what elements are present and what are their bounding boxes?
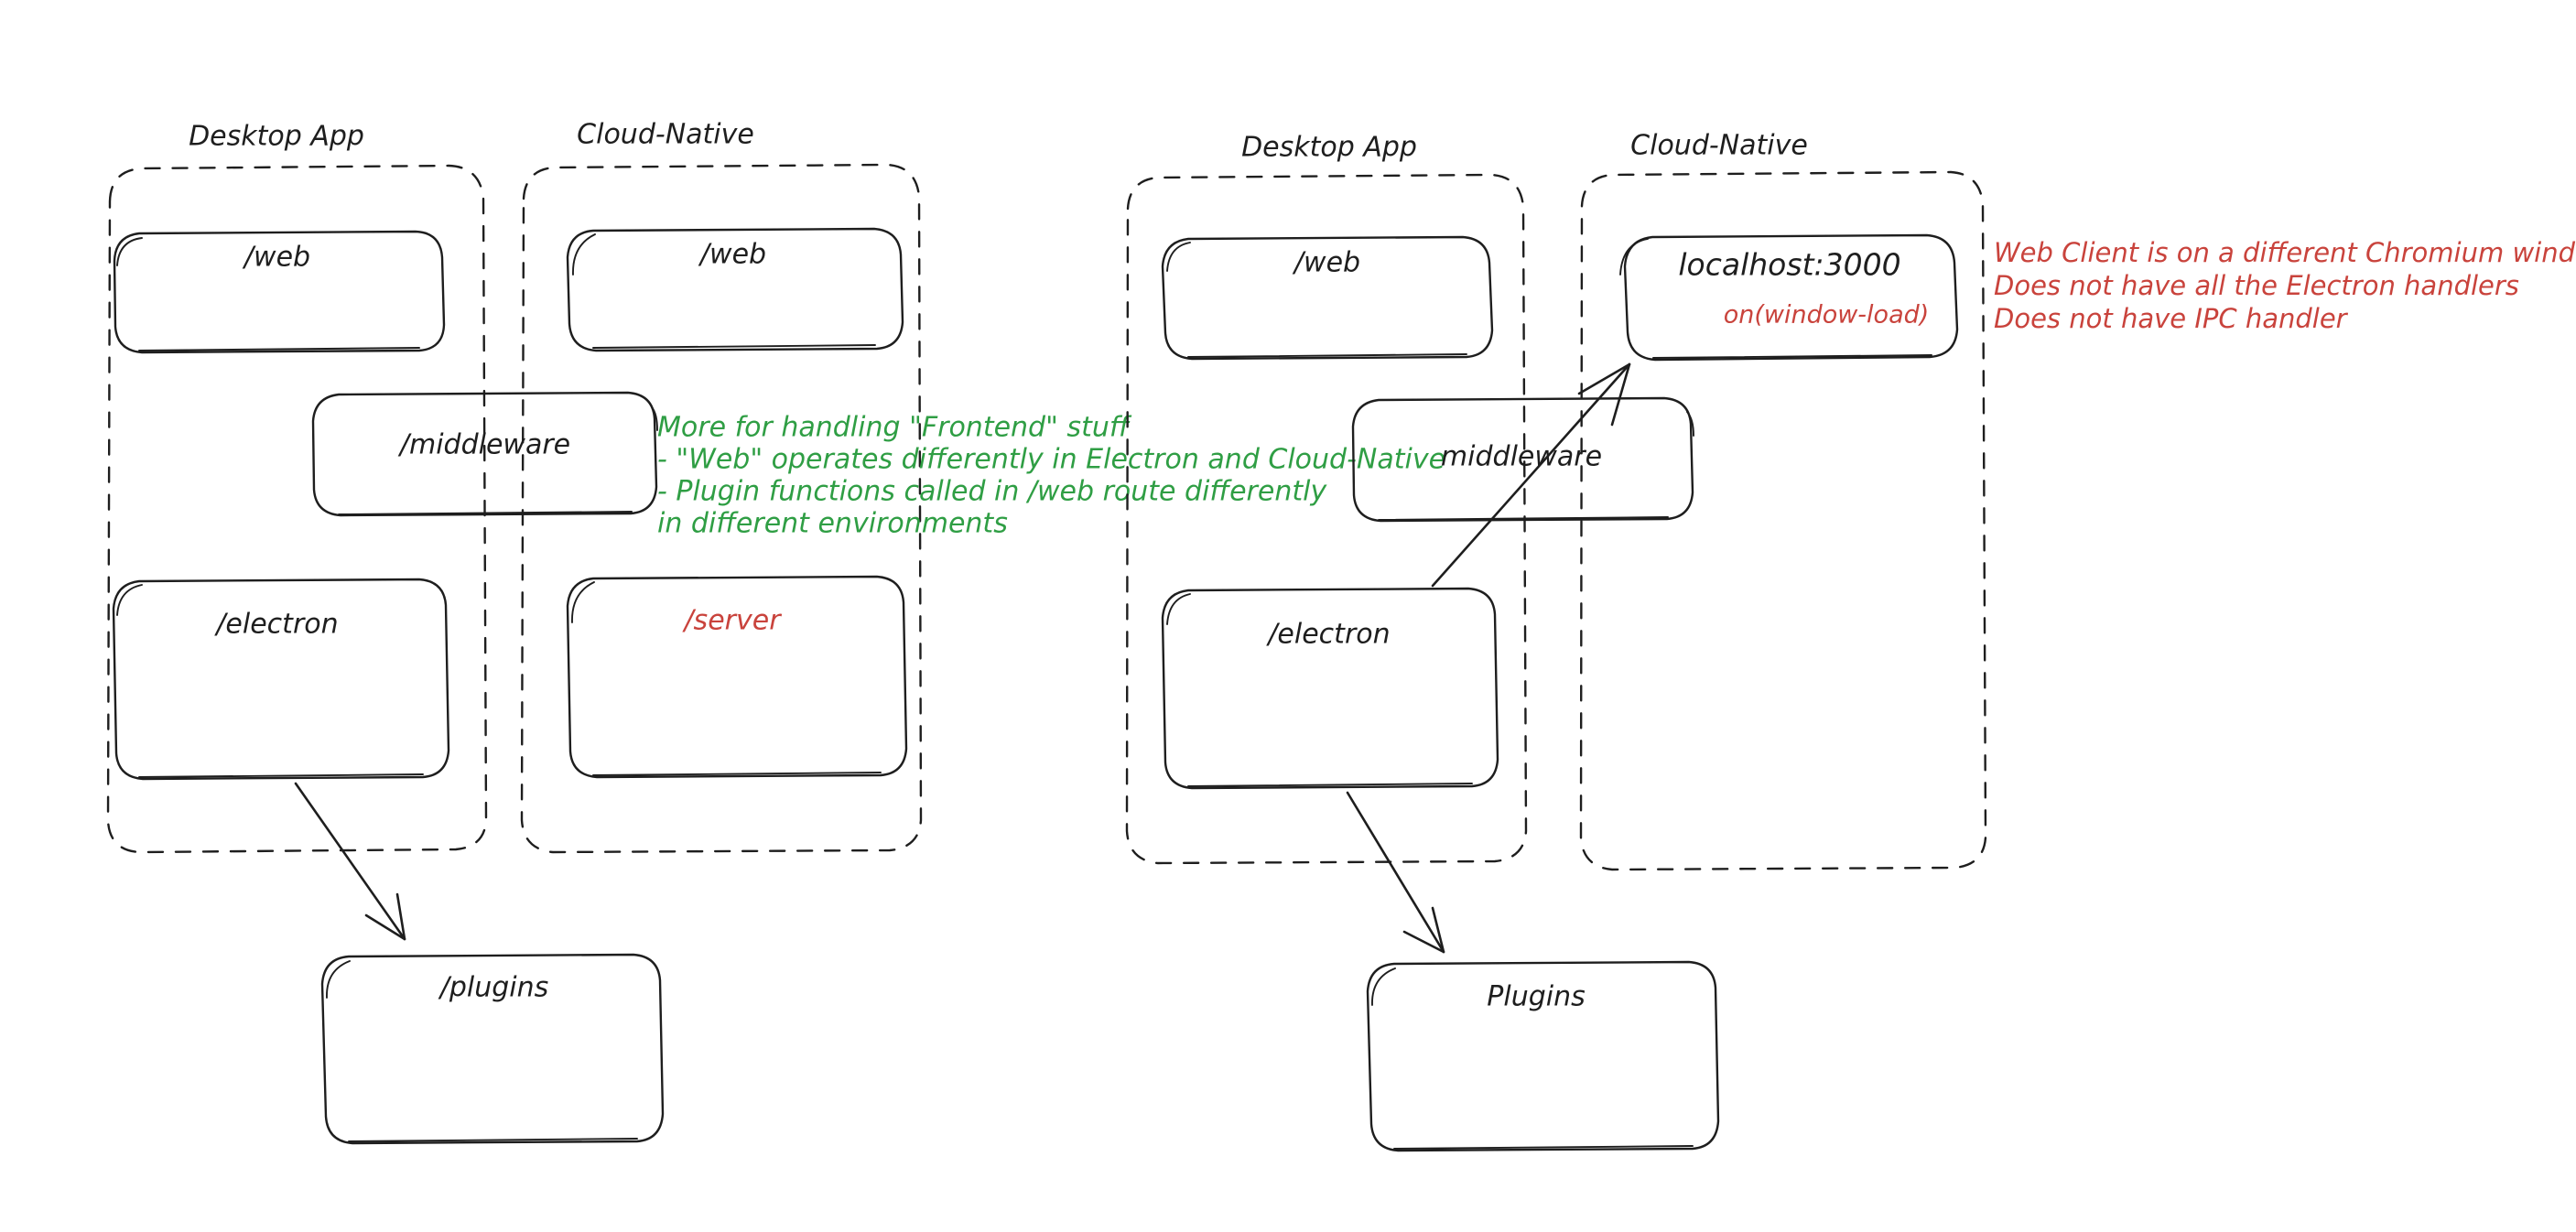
left-cloud-web-box[interactable]: /web bbox=[566, 227, 904, 352]
left-desktop-web-label: /web bbox=[242, 242, 310, 274]
right-plugins-label: Plugins bbox=[1487, 981, 1585, 1013]
right-plugins-box[interactable]: Plugins bbox=[1366, 960, 1720, 1152]
right-cloud-native-container[interactable] bbox=[1579, 170, 1987, 871]
right-desktop-web-label: /web bbox=[1292, 247, 1360, 279]
right-localhost-box[interactable]: localhost:3000 on(window-load) bbox=[1619, 233, 1959, 362]
left-cloud-native-container[interactable] bbox=[520, 163, 923, 854]
left-cloud-server-label: /server bbox=[681, 605, 782, 637]
left-cloud-native-title: Cloud-Native bbox=[577, 119, 754, 151]
web-client-note-line-2: Does not have all the Electron handlers bbox=[1994, 270, 2519, 301]
web-client-note-line-1: Web Client is on a different Chromium wi… bbox=[1994, 237, 2576, 268]
left-middleware-label: /middleware bbox=[397, 429, 570, 461]
right-desktop-web-box[interactable]: /web bbox=[1161, 235, 1494, 361]
left-diagram: Desktop App Cloud-Native /web /web /midd… bbox=[106, 119, 923, 1145]
left-cloud-server-box[interactable]: /server bbox=[566, 575, 908, 779]
left-plugins-label: /plugins bbox=[438, 972, 549, 1004]
left-middleware-box[interactable]: /middleware bbox=[311, 391, 658, 517]
frontend-note-line-1: More for handling "Frontend" stuff bbox=[657, 412, 1132, 444]
frontend-note-line-3: - Plugin functions called in /web route … bbox=[657, 476, 1327, 508]
right-desktop-app-container[interactable] bbox=[1125, 173, 1528, 865]
right-middleware-box[interactable]: middleware bbox=[1351, 396, 1694, 523]
right-electron-to-plugins-arrow bbox=[1346, 791, 1445, 954]
web-client-note-line-3: Does not have IPC handler bbox=[1994, 303, 2349, 334]
right-diagram: Desktop App Cloud-Native /web localhost:… bbox=[1125, 130, 1987, 1152]
right-desktop-app-title: Desktop App bbox=[1241, 132, 1417, 164]
frontend-note-line-4: in different environments bbox=[657, 508, 1008, 540]
right-electron-to-localhost-arrow bbox=[1431, 362, 1631, 588]
right-middleware-label: middleware bbox=[1441, 441, 1602, 473]
left-cloud-web-label: /web bbox=[698, 239, 766, 271]
frontend-note-line-2: - "Web" operates differently in Electron… bbox=[657, 444, 1445, 476]
right-desktop-electron-box[interactable]: /electron bbox=[1161, 587, 1499, 790]
frontend-note: More for handling "Frontend" stuff - "We… bbox=[657, 412, 1445, 540]
left-desktop-web-box[interactable]: /web bbox=[113, 230, 446, 354]
left-desktop-app-container[interactable] bbox=[106, 164, 488, 854]
left-desktop-app-title: Desktop App bbox=[189, 121, 364, 153]
left-electron-to-plugins-arrow bbox=[294, 782, 406, 941]
left-desktop-electron-label: /electron bbox=[213, 609, 338, 641]
right-localhost-sublabel: on(window-load) bbox=[1724, 301, 1930, 330]
web-client-note: Web Client is on a different Chromium wi… bbox=[1994, 237, 2576, 334]
right-desktop-electron-label: /electron bbox=[1265, 619, 1390, 651]
right-localhost-label: localhost:3000 bbox=[1678, 247, 1900, 283]
right-cloud-native-title: Cloud-Native bbox=[1630, 130, 1808, 162]
left-plugins-box[interactable]: /plugins bbox=[320, 953, 665, 1145]
left-desktop-electron-box[interactable]: /electron bbox=[112, 578, 450, 781]
